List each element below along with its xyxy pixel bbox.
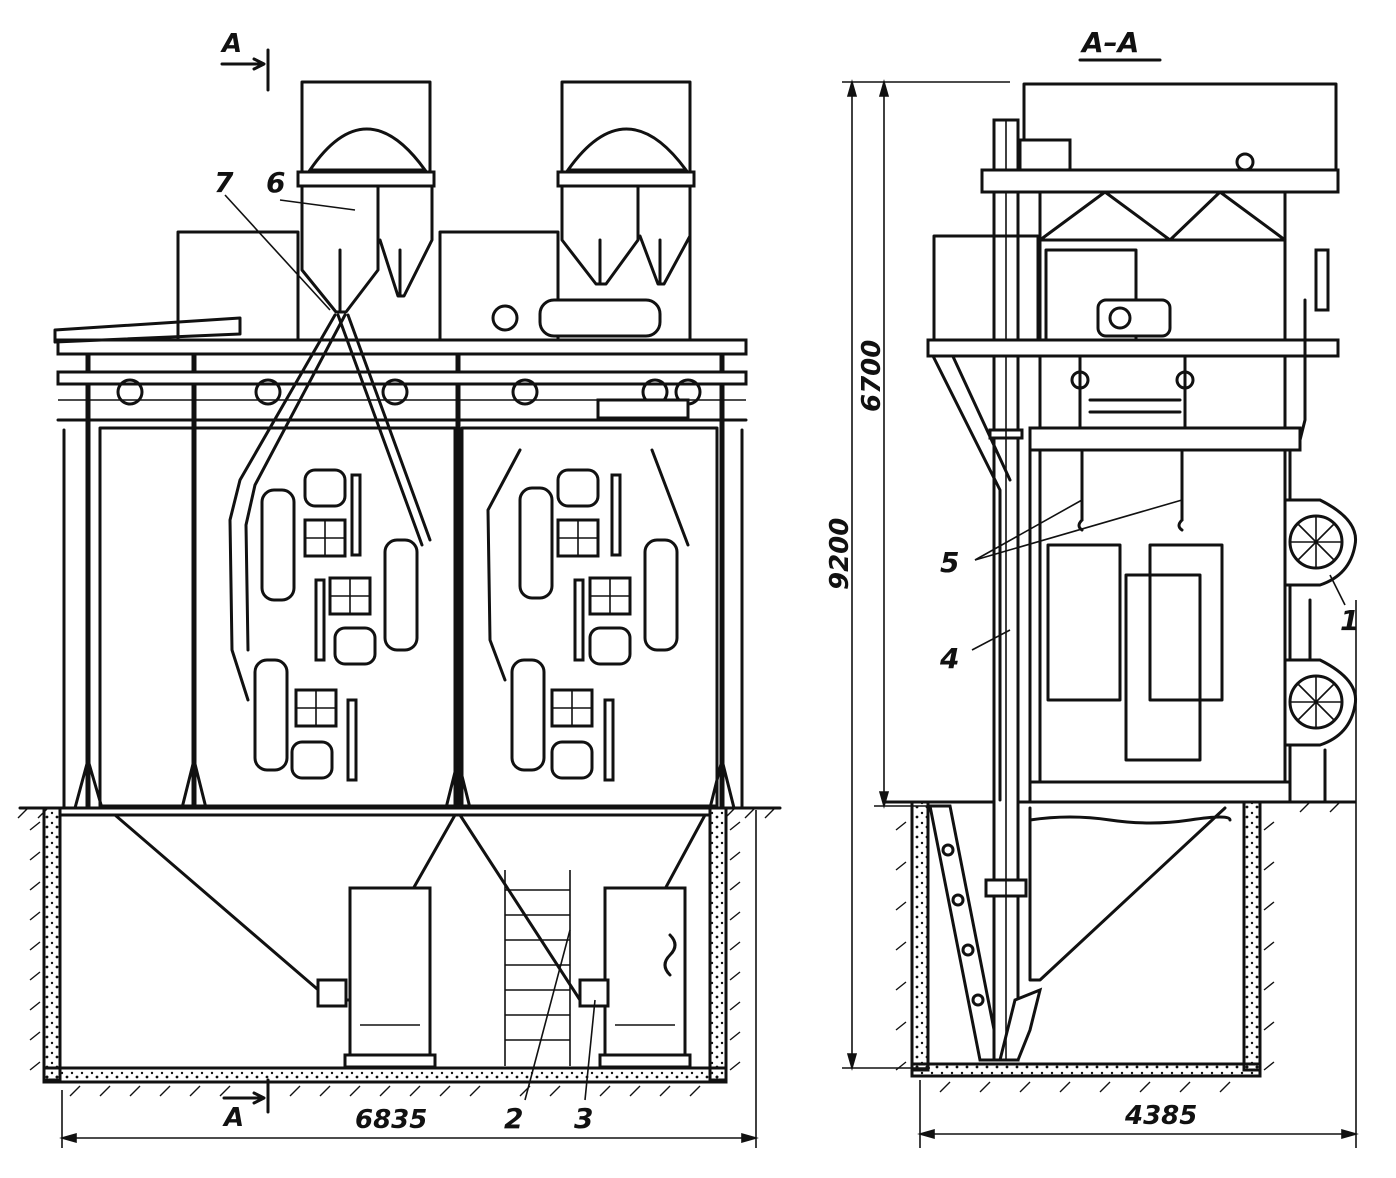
- section-mark-top: A: [220, 29, 242, 59]
- callout-5: 5: [940, 546, 959, 579]
- callout-1: 1: [1340, 604, 1359, 637]
- callout-2: 2: [504, 1102, 523, 1135]
- dimension-side-width: 4385: [1124, 1101, 1197, 1131]
- dimension-upper-height: 6700: [857, 340, 887, 412]
- section-mark-bottom: A: [222, 1103, 244, 1133]
- section-title: A–A: [1080, 26, 1139, 59]
- callout-4: 4: [939, 642, 959, 675]
- front-view: A A 7 6 2 3 6835: [17, 29, 782, 1148]
- callout-7: 7: [214, 166, 234, 199]
- dimension-front-width: 6835: [355, 1105, 427, 1135]
- side-view: A–A 9200 6700: [825, 26, 1359, 1148]
- callout-3: 3: [574, 1102, 593, 1135]
- dimension-total-height: 9200: [825, 518, 855, 590]
- callout-6: 6: [266, 166, 285, 199]
